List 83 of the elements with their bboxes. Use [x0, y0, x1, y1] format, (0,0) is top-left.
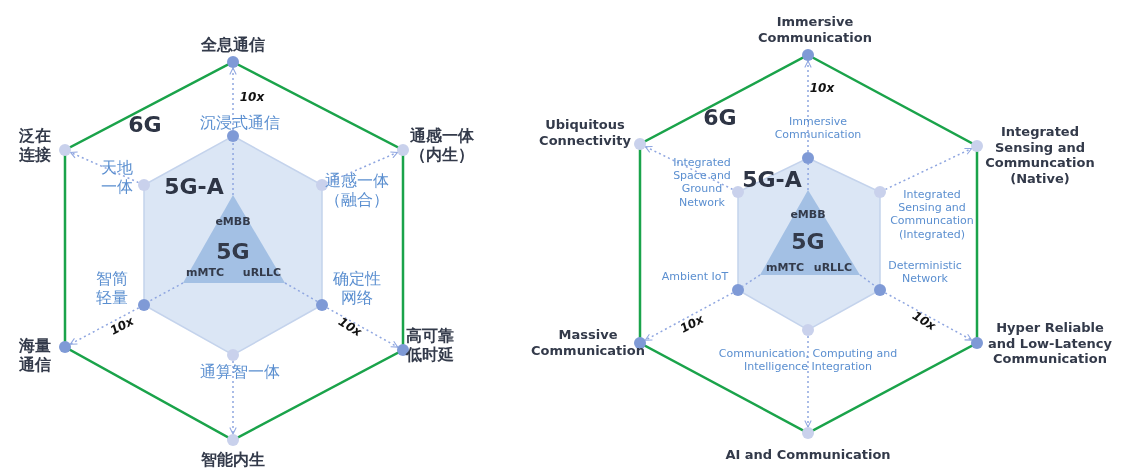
dotted-arrow: [884, 292, 973, 341]
vertex-label: Ambient IoT: [660, 270, 730, 284]
edge-label: 10x: [239, 89, 265, 105]
vertex-dot: [227, 56, 239, 68]
vertex-dot: [227, 434, 239, 446]
vertex-label: Immersive Communication: [757, 14, 873, 46]
vertex-label: Integrated Space and Ground Network: [672, 155, 732, 209]
vertex-label: Ubiquitous Connectivity: [538, 117, 632, 149]
vertex-dot: [874, 284, 886, 296]
hexagon-label: 6G: [128, 111, 162, 139]
dotted-arrow: [229, 67, 237, 131]
vertex-dot: [138, 179, 150, 191]
vertex-dot: [138, 299, 150, 311]
edge-label: 10x: [909, 308, 939, 334]
vertex-label: Massive Communication: [530, 327, 646, 359]
dotted-line: [859, 274, 877, 287]
inner-hexagon: [738, 158, 880, 330]
vertex-dot: [227, 130, 239, 142]
vertex-label: 全息通信: [200, 35, 266, 55]
dotted-arrow: [69, 151, 140, 184]
dotted-arrow: [804, 335, 812, 428]
edge-label: 10x: [677, 311, 707, 337]
dotted-arrow: [644, 292, 734, 341]
dotted-arrow: [326, 307, 399, 348]
triangle-label: 5G: [216, 238, 250, 266]
vertex-label: Hyper Reliable and Low-Latency Communication: [987, 319, 1113, 367]
dotted-arrow: [69, 307, 140, 345]
triangle-label: mMTC: [766, 261, 804, 275]
vertex-dot: [802, 152, 814, 164]
vertex-label: Communication, Computing and Intelligence Integration: [717, 346, 899, 374]
vertex-label: 通感一体（融合）: [324, 170, 390, 210]
triangle-label: mMTC: [186, 266, 224, 280]
dotted-arrow: [644, 145, 734, 191]
dotted-line: [148, 282, 184, 303]
triangle-label: eMBB: [790, 208, 826, 222]
vertex-label: 海量通信: [18, 335, 52, 375]
hexagon-label: 5G-A: [164, 173, 224, 201]
dotted-arrow: [229, 360, 237, 435]
vertex-dot: [732, 186, 744, 198]
vertex-label: 天地一体: [100, 157, 134, 197]
vertex-label: Integrated Sensing and Communcation (Integrated): [889, 187, 975, 241]
triangle: [183, 195, 285, 283]
vertex-dot: [397, 144, 409, 156]
triangle-label: eMBB: [215, 215, 251, 229]
triangle-label: uRLLC: [813, 261, 853, 275]
inner-hexagon: [144, 136, 322, 355]
vertex-dot: [59, 341, 71, 353]
vertex-label: 确定性网络: [332, 268, 382, 308]
vertex-dot: [634, 138, 646, 150]
dotted-line: [284, 282, 318, 303]
triangle-label: uRLLC: [242, 266, 282, 280]
vertex-dot: [59, 144, 71, 156]
edge-label: 10x: [809, 80, 835, 96]
vertex-dot: [971, 140, 983, 152]
vertex-label: 智能内生: [200, 450, 266, 470]
dotted-line: [741, 274, 761, 287]
hexagon-label: 6G: [703, 104, 737, 132]
outer-hexagon: [65, 62, 403, 440]
dotted-line: [807, 163, 809, 191]
dotted-arrow: [804, 60, 812, 153]
dotted-arrow: [884, 147, 973, 191]
edge-label: 10x: [107, 313, 137, 339]
vertex-dot: [316, 299, 328, 311]
vertex-label: 通感一体（内生）: [409, 125, 475, 165]
vertex-dot: [802, 427, 814, 439]
vertex-label: AI and Communication: [724, 447, 892, 463]
triangle: [760, 190, 860, 275]
vertex-label: 智简轻量: [95, 268, 129, 308]
hexagon-label: 5G-A: [742, 166, 802, 194]
dotted-line: [232, 141, 234, 196]
vertex-dot: [802, 49, 814, 61]
vertex-label: Immersive Communication: [773, 114, 863, 142]
edge-label: 10x: [335, 314, 365, 340]
vertex-dot: [874, 186, 886, 198]
triangle-label: 5G: [791, 228, 825, 256]
vertex-label: Integrated Sensing and Communcation (Native): [984, 123, 1096, 187]
vertex-label: Deterministic Network: [887, 258, 963, 286]
vertex-dot: [971, 337, 983, 349]
vertex-label: 高可靠低时延: [404, 325, 455, 365]
vertex-label: 泛在连接: [18, 125, 52, 165]
vertex-label: 通算智一体: [199, 362, 281, 382]
vertex-dot: [732, 284, 744, 296]
vertex-label: 沉浸式通信: [199, 113, 281, 133]
